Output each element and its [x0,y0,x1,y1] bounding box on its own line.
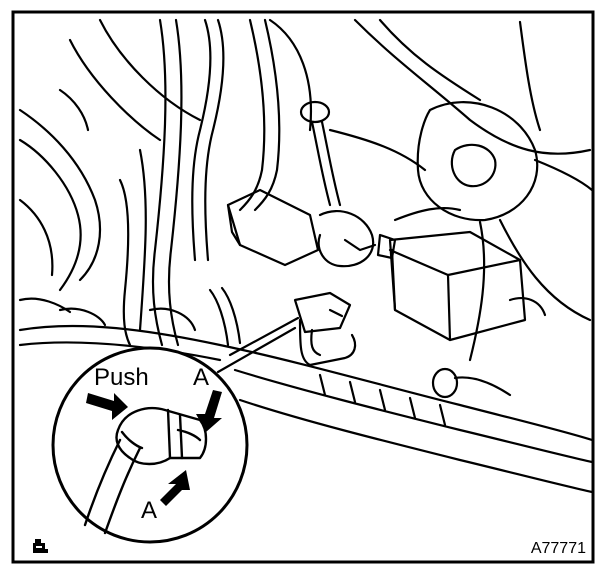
detail-magnifier [51,346,249,544]
figure-id: A77771 [530,540,586,557]
detail-connector [115,407,208,466]
note-icon [33,539,48,553]
sensor-connector [226,100,397,268]
detail-hose-edge [103,446,142,535]
figure-frame [11,10,595,564]
arrow-a-top [196,390,222,432]
chassis-frame [18,286,594,494]
detail-hose [83,438,122,527]
cooling-fan [328,18,594,362]
fuel-tube-quick-connector [293,291,357,367]
arrow-a-bottom [160,470,190,506]
a-label-top: A [193,364,210,391]
a-label-bottom: A [141,497,158,524]
callout-leader-right [216,326,297,374]
radiator-hose [18,18,202,314]
callout-leader-left [228,316,300,357]
push-arrow [86,393,128,420]
relay-box [388,230,547,399]
fuel-lines [118,18,312,347]
push-label: Push [94,364,149,391]
